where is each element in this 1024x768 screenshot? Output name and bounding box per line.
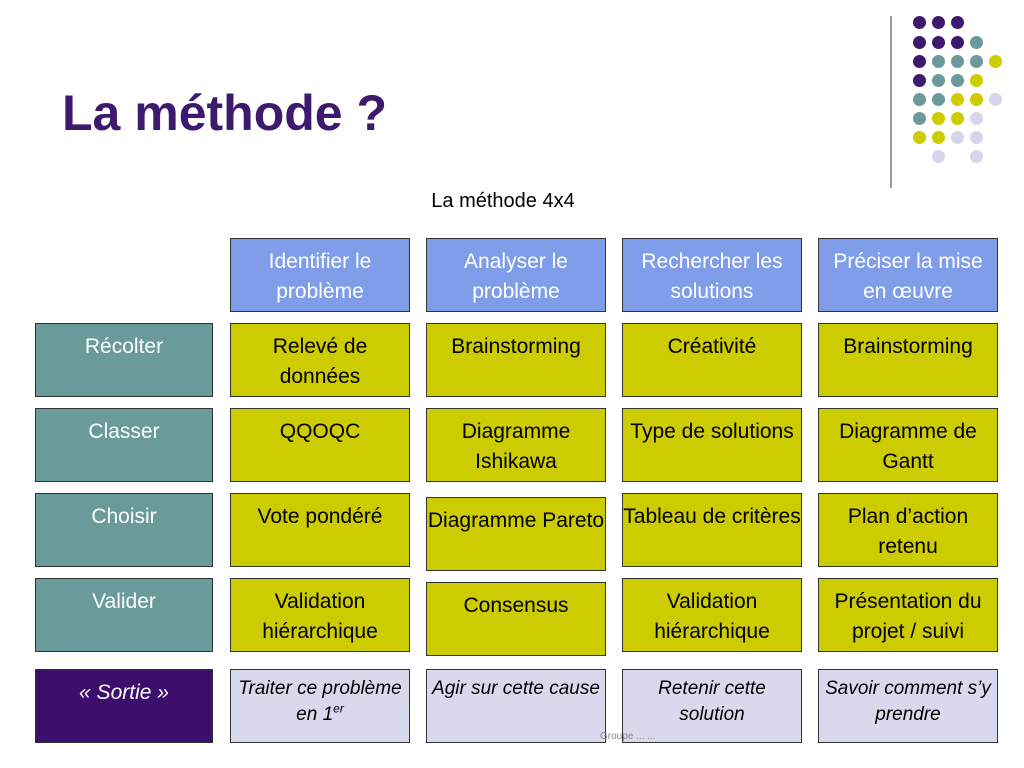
column-header-3: Rechercher les solutions — [622, 238, 802, 312]
cell-4-3: Validation hiérarchique — [622, 578, 802, 652]
decorative-dot — [970, 74, 983, 87]
output-cell-1-text: Traiter ce problème en 1er — [238, 678, 402, 725]
cell-1-4: Brainstorming — [818, 323, 998, 397]
divider-line — [890, 16, 892, 188]
row-label-valider: Valider — [35, 578, 213, 652]
row-label-recolter: Récolter — [35, 323, 213, 397]
cell-3-1: Vote pondéré — [230, 493, 410, 567]
column-header-1: Identifier le problème — [230, 238, 410, 312]
cell-2-1: QQOQC — [230, 408, 410, 482]
decorative-dot — [932, 36, 945, 49]
decorative-dot — [932, 93, 945, 106]
decorative-dot — [970, 112, 983, 125]
table-caption: La méthode 4x4 — [431, 190, 575, 212]
decorative-dot — [951, 55, 964, 68]
decorative-dot — [989, 93, 1002, 106]
cell-1-3: Créativité — [622, 323, 802, 397]
decorative-dot — [951, 16, 964, 29]
decorative-dot — [932, 55, 945, 68]
output-cell-4: Savoir comment s’y prendre — [818, 669, 998, 743]
decorative-dot — [913, 55, 926, 68]
cell-4-4: Présentation du projet / suivi — [818, 578, 998, 652]
decorative-dot — [970, 36, 983, 49]
decorative-dot — [913, 93, 926, 106]
output-cell-3: Retenir cette solution — [622, 669, 802, 743]
decorative-dot — [932, 131, 945, 144]
decorative-dot — [951, 74, 964, 87]
decorative-dot — [970, 55, 983, 68]
footer-text: Groupe ... ... — [600, 731, 656, 742]
cell-3-4: Plan d’action retenu — [818, 493, 998, 567]
cell-2-2: Diagramme Ishikawa — [426, 408, 606, 482]
cell-1-1: Relevé de données — [230, 323, 410, 397]
cell-1-2: Brainstorming — [426, 323, 606, 397]
decorative-dot — [951, 112, 964, 125]
decorative-dot — [989, 55, 1002, 68]
decorative-dot — [951, 131, 964, 144]
decorative-dot — [970, 131, 983, 144]
decorative-dot — [913, 16, 926, 29]
row-label-sortie: « Sortie » — [35, 669, 213, 743]
decorative-dot — [913, 131, 926, 144]
decorative-dot — [951, 36, 964, 49]
decorative-dot — [970, 150, 983, 163]
slide-title: La méthode ? — [62, 85, 388, 141]
column-header-2: Analyser le problème — [426, 238, 606, 312]
cell-4-1: Validation hiérarchique — [230, 578, 410, 652]
cell-3-3: Tableau de critères — [622, 493, 802, 567]
decorative-dot — [913, 36, 926, 49]
output-cell-1: Traiter ce problème en 1er — [230, 669, 410, 743]
decorative-dot — [913, 112, 926, 125]
cell-3-2: Diagramme Pareto — [426, 497, 606, 571]
output-cell-2: Agir sur cette cause — [426, 669, 606, 743]
row-label-choisir: Choisir — [35, 493, 213, 567]
decorative-dot — [970, 93, 983, 106]
decorative-dot — [932, 16, 945, 29]
decorative-dot — [913, 74, 926, 87]
cell-4-2: Consensus — [426, 582, 606, 656]
row-label-classer: Classer — [35, 408, 213, 482]
decorative-dot — [932, 150, 945, 163]
decorative-dot — [932, 74, 945, 87]
column-header-4: Préciser la mise en œuvre — [818, 238, 998, 312]
cell-2-4: Diagramme de Gantt — [818, 408, 998, 482]
cell-2-3: Type de solutions — [622, 408, 802, 482]
decorative-dot — [951, 93, 964, 106]
decorative-dot — [932, 112, 945, 125]
